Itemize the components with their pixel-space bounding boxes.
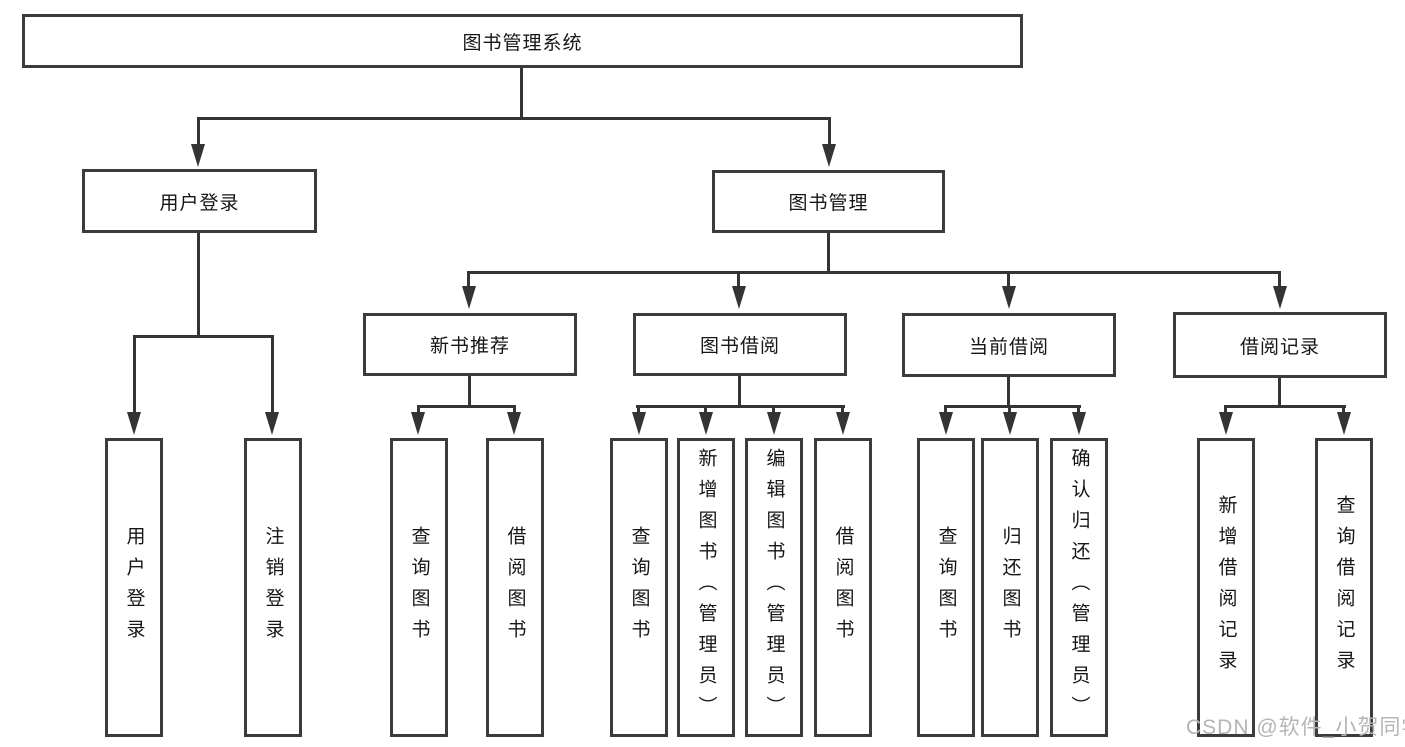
- arrowhead-down: [822, 144, 836, 167]
- leaf-add-borrow-record: 新增借阅记录: [1197, 438, 1255, 737]
- connector-v: [271, 335, 274, 414]
- leaf-label: 注销登录: [262, 525, 284, 650]
- connector-h: [1224, 405, 1346, 408]
- connector-v: [1224, 405, 1227, 414]
- csdn-watermark: CSDN @软件_小贺同学: [1186, 716, 1405, 739]
- connector-v: [827, 233, 830, 274]
- connector-v: [520, 68, 523, 120]
- connector-v: [1077, 405, 1080, 414]
- leaf-label: 确认归还（管理员）: [1068, 448, 1090, 727]
- connector-v: [417, 405, 420, 414]
- connector-v: [738, 376, 741, 407]
- node-label: 图书管理: [788, 193, 869, 214]
- node-user-login: 用户登录: [82, 169, 317, 233]
- arrowhead-down: [939, 412, 953, 435]
- arrowhead-down: [1072, 412, 1086, 435]
- arrowhead-down: [127, 412, 141, 435]
- leaf-label: 归还图书: [999, 525, 1021, 650]
- arrowhead-down: [265, 412, 279, 435]
- leaf-borrow-books-recommend: 借阅图书: [486, 438, 544, 737]
- leaf-label: 用户登录: [123, 525, 145, 650]
- leaf-confirm-return-admin: 确认归还（管理员）: [1050, 438, 1108, 737]
- leaf-add-books-admin: 新增图书（管理员）: [677, 438, 735, 737]
- connector-h: [636, 405, 845, 408]
- arrowhead-down: [411, 412, 425, 435]
- connector-v: [1278, 271, 1281, 288]
- connector-v: [1278, 378, 1281, 407]
- connector-v: [637, 405, 640, 414]
- arrowhead-down: [632, 412, 646, 435]
- connector-h: [197, 117, 831, 120]
- connector-h: [467, 271, 1281, 274]
- leaf-label: 借阅图书: [504, 525, 526, 650]
- leaf-query-borrow-record: 查询借阅记录: [1315, 438, 1373, 737]
- node-label: 当前借阅: [968, 336, 1049, 358]
- arrowhead-down: [462, 286, 476, 309]
- connector-v: [1008, 405, 1011, 414]
- connector-v: [944, 405, 947, 414]
- node-book-borrowing: 图书借阅: [633, 313, 847, 376]
- connector-h: [417, 405, 516, 408]
- node-label: 图书管理系统: [462, 32, 583, 54]
- leaf-label: 新增借阅记录: [1215, 494, 1237, 681]
- arrowhead-down: [836, 412, 850, 435]
- connector-v: [197, 233, 200, 337]
- node-current-borrowing: 当前借阅: [902, 313, 1116, 377]
- connector-h: [133, 335, 274, 338]
- node-label: 图书借阅: [699, 336, 780, 357]
- connector-v: [513, 405, 516, 414]
- node-library-management-system: 图书管理系统: [22, 14, 1023, 68]
- arrowhead-down: [1003, 412, 1017, 435]
- leaf-logout: 注销登录: [244, 438, 302, 737]
- connector-v: [1342, 405, 1345, 414]
- connector-v: [737, 271, 740, 288]
- leaf-borrow-books: 借阅图书: [814, 438, 872, 737]
- leaf-label: 新增图书（管理员）: [695, 448, 717, 727]
- arrowhead-down: [1002, 286, 1016, 309]
- connector-v: [772, 405, 775, 414]
- node-new-book-recommend: 新书推荐: [363, 313, 577, 376]
- arrowhead-down: [1219, 412, 1233, 435]
- arrowhead-down: [767, 412, 781, 435]
- connector-v: [841, 405, 844, 414]
- leaf-label: 查询借阅记录: [1333, 494, 1355, 681]
- connector-v: [1007, 377, 1010, 407]
- leaf-label: 查询图书: [935, 525, 957, 650]
- connector-v: [468, 376, 471, 407]
- leaf-label: 查询图书: [408, 525, 430, 650]
- leaf-label: 借阅图书: [832, 525, 854, 650]
- node-label: 借阅记录: [1239, 336, 1320, 358]
- leaf-label: 编辑图书（管理员）: [763, 448, 785, 727]
- leaf-query-books-recommend: 查询图书: [390, 438, 448, 737]
- node-book-management: 图书管理: [712, 170, 945, 233]
- leaf-label: 查询图书: [628, 525, 650, 650]
- connector-v: [704, 405, 707, 414]
- leaf-return-books: 归还图书: [981, 438, 1039, 737]
- connector-v: [467, 271, 470, 288]
- leaf-edit-books-admin: 编辑图书（管理员）: [745, 438, 803, 737]
- node-borrowing-records: 借阅记录: [1173, 312, 1387, 378]
- connector-v: [133, 335, 136, 414]
- leaf-query-books-borrow: 查询图书: [610, 438, 668, 737]
- arrowhead-down: [1273, 286, 1287, 309]
- leaf-user-login: 用户登录: [105, 438, 163, 737]
- connector-h: [944, 405, 1081, 408]
- arrowhead-down: [507, 412, 521, 435]
- leaf-query-books-current: 查询图书: [917, 438, 975, 737]
- node-label: 新书推荐: [429, 336, 510, 357]
- arrowhead-down: [732, 286, 746, 309]
- arrowhead-down: [191, 144, 205, 167]
- connector-v: [197, 117, 200, 146]
- arrowhead-down: [699, 412, 713, 435]
- connector-v: [1007, 271, 1010, 288]
- arrowhead-down: [1337, 412, 1351, 435]
- connector-v: [828, 117, 831, 146]
- node-label: 用户登录: [159, 192, 240, 214]
